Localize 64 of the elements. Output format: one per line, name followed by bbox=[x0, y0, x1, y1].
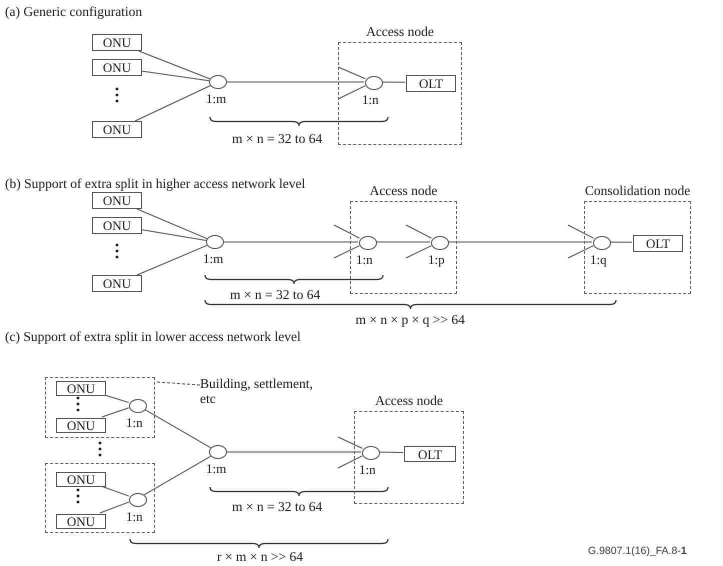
node-title: Access node bbox=[375, 393, 443, 409]
device-box: OLT bbox=[406, 75, 456, 92]
split-formula: m × n × p × q >> 64 bbox=[356, 312, 465, 328]
fiber-line bbox=[138, 50, 210, 80]
fiber-line bbox=[99, 502, 130, 514]
split-ratio: 1:n bbox=[126, 509, 143, 525]
device-box: OLT bbox=[633, 235, 683, 252]
fiber-line bbox=[136, 244, 208, 276]
device-box: ONU bbox=[56, 381, 106, 396]
node-title: Consolidation node bbox=[584, 183, 690, 199]
split-ratio: 1:n bbox=[356, 252, 373, 268]
device-box: ONU bbox=[56, 418, 106, 433]
split-formula: m × n = 32 to 64 bbox=[230, 287, 320, 303]
fiber-line bbox=[134, 85, 211, 122]
figure-id: G.9807.1(16)_FA.8-1 bbox=[588, 545, 687, 557]
split-formula: m × n = 32 to 64 bbox=[232, 131, 322, 147]
device-box: ONU bbox=[92, 217, 142, 234]
split-formula: m × n = 32 to 64 bbox=[232, 499, 322, 515]
split-ratio: 1:q bbox=[590, 252, 607, 268]
split-ratio: 1:m bbox=[203, 251, 224, 267]
fiber-stub bbox=[568, 245, 594, 258]
node-title: Access node bbox=[370, 183, 438, 199]
split-ratio: 1:p bbox=[428, 252, 445, 268]
device-box: ONU bbox=[56, 514, 106, 529]
device-box: ONU bbox=[92, 275, 142, 292]
panel-title: (b) Support of extra split in higher access network level bbox=[5, 176, 306, 192]
annotation-text: Building, settlement, etc bbox=[200, 377, 325, 409]
split-ratio: 1:m bbox=[206, 461, 226, 477]
panel-title: (c) Support of extra split in lower access network level bbox=[5, 329, 301, 345]
fiber-stub bbox=[338, 455, 363, 468]
fiber-stub bbox=[406, 245, 432, 258]
fiber-stub bbox=[338, 436, 363, 449]
leader-line bbox=[154, 381, 200, 386]
fiber-line bbox=[142, 229, 207, 242]
fiber-line bbox=[136, 208, 208, 240]
fiber-line bbox=[378, 452, 404, 454]
fiber-stub bbox=[406, 224, 432, 239]
device-box: ONU bbox=[56, 472, 106, 487]
fiber-line bbox=[104, 394, 130, 403]
fiber-stub bbox=[338, 66, 366, 80]
fiber-stub bbox=[334, 245, 360, 258]
split-ratio: 1:n bbox=[362, 92, 379, 108]
node-title: Access node bbox=[366, 24, 434, 40]
panel-title: (a) Generic configuration bbox=[5, 4, 142, 20]
split-ratio: 1:m bbox=[206, 91, 226, 107]
fiber-line bbox=[144, 408, 212, 448]
split-formula: r × m × n >> 64 bbox=[217, 549, 303, 565]
fiber-stub bbox=[334, 224, 360, 239]
fiber-line bbox=[101, 407, 130, 418]
fiber-stub bbox=[338, 85, 366, 100]
fiber-stub bbox=[568, 224, 594, 239]
device-box: ONU bbox=[92, 34, 142, 51]
dashed-group-box bbox=[45, 377, 155, 438]
dashed-group-box bbox=[45, 463, 155, 533]
fiber-line bbox=[610, 242, 632, 243]
fiber-line bbox=[144, 456, 212, 496]
fiber-line bbox=[142, 70, 210, 82]
device-box: OLT bbox=[404, 446, 456, 462]
device-box: ONU bbox=[92, 192, 142, 209]
device-box: ONU bbox=[92, 59, 142, 76]
device-box: ONU bbox=[92, 121, 142, 138]
split-ratio: 1:n bbox=[359, 462, 376, 478]
split-ratio: 1:n bbox=[126, 415, 143, 431]
fiber-line bbox=[382, 82, 406, 83]
